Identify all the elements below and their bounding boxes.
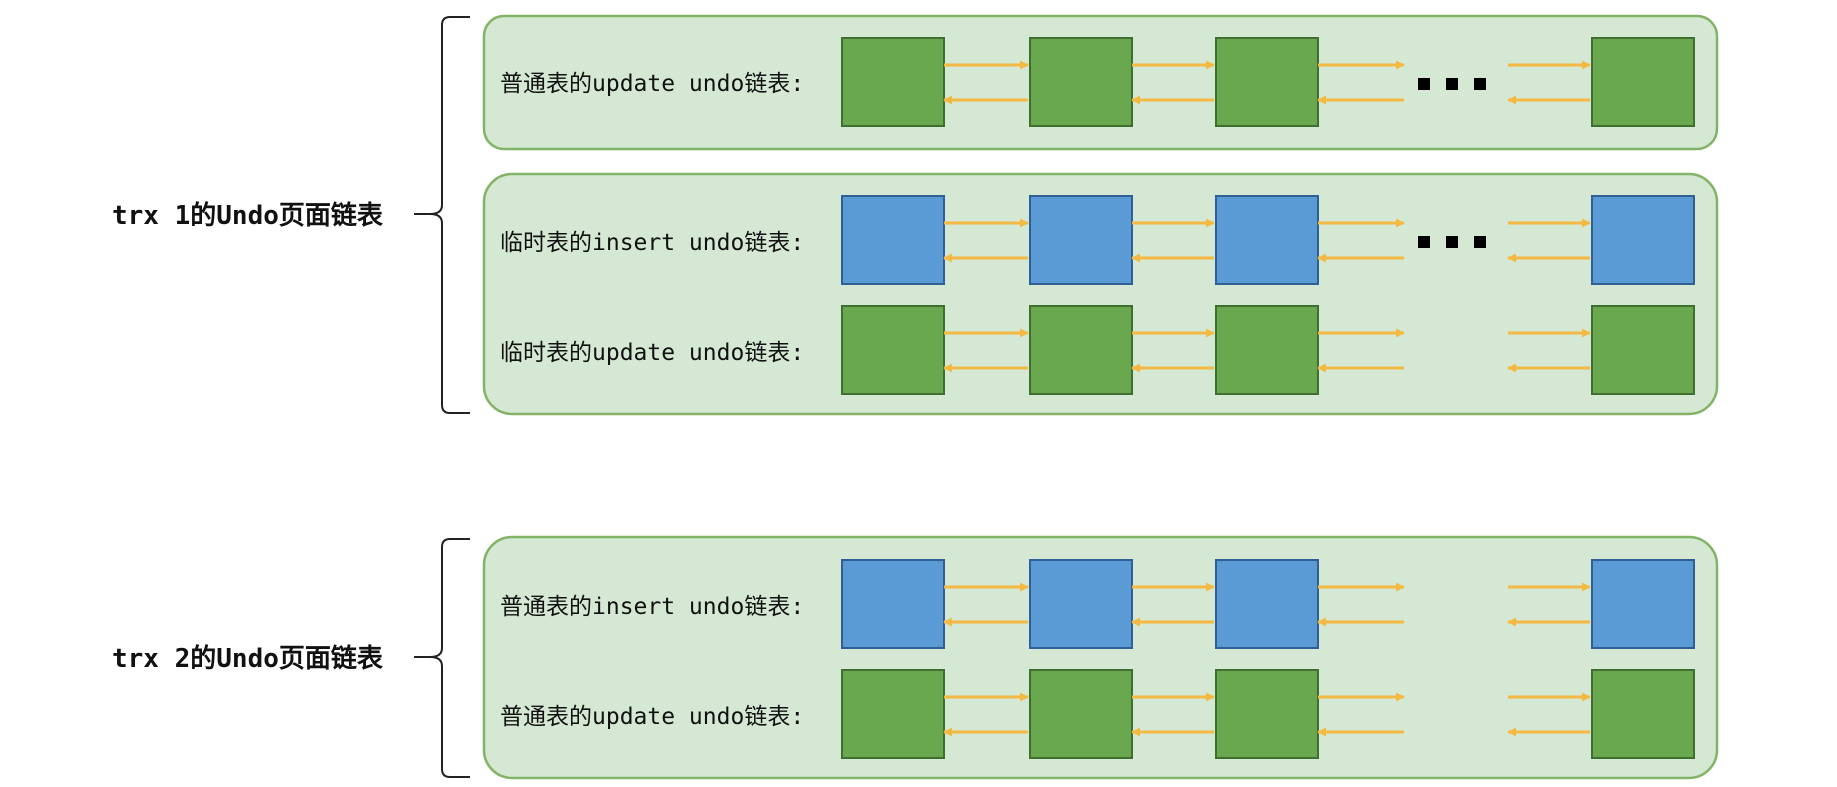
trx-2-group-1: 普通表的insert undo链表: 普通表的update undo链表: bbox=[482, 535, 1719, 780]
page-chain bbox=[841, 559, 1695, 649]
undo-list-row: 普通表的insert undo链表: bbox=[500, 559, 1695, 649]
undo-page-box bbox=[841, 669, 945, 759]
undo-page-box bbox=[1215, 559, 1319, 649]
ellipsis-dot bbox=[1418, 236, 1430, 248]
undo-list-label: 临时表的insert undo链表: bbox=[500, 230, 804, 256]
undo-page-box bbox=[1591, 195, 1695, 285]
group-box bbox=[482, 535, 1719, 780]
undo-page-box bbox=[1215, 195, 1319, 285]
ellipsis-dot bbox=[1474, 78, 1486, 90]
trx-1-brace bbox=[414, 16, 470, 414]
page-chain bbox=[841, 195, 1695, 285]
undo-page-box bbox=[841, 37, 945, 127]
undo-page-box bbox=[1029, 305, 1133, 395]
ellipsis-dot bbox=[1418, 78, 1430, 90]
undo-page-box bbox=[1591, 305, 1695, 395]
group-box bbox=[482, 172, 1719, 416]
undo-list-label: 普通表的insert undo链表: bbox=[500, 594, 804, 620]
undo-page-box bbox=[1029, 559, 1133, 649]
ellipsis-dot bbox=[1474, 236, 1486, 248]
undo-page-box bbox=[1215, 37, 1319, 127]
undo-page-box bbox=[841, 559, 945, 649]
page-chain bbox=[841, 37, 1695, 127]
undo-page-box bbox=[841, 195, 945, 285]
undo-list-row: 普通表的update undo链表: bbox=[500, 669, 1695, 759]
undo-page-box bbox=[1591, 559, 1695, 649]
trx-1-label: trx 1的Undo页面链表 bbox=[112, 200, 384, 231]
undo-page-box bbox=[1029, 669, 1133, 759]
trx-2-brace bbox=[414, 538, 470, 778]
undo-page-box bbox=[1215, 305, 1319, 395]
undo-list-row: 临时表的update undo链表: bbox=[500, 305, 1695, 395]
undo-page-box bbox=[841, 305, 945, 395]
undo-page-box bbox=[1591, 37, 1695, 127]
page-chain bbox=[841, 669, 1695, 759]
trx-1-group-1: 普通表的update undo链表: bbox=[482, 14, 1719, 151]
transaction-1: trx 1的Undo页面链表 普通表的update undo链表: 临时表的in… bbox=[112, 14, 1719, 416]
trx-2-label: trx 2的Undo页面链表 bbox=[112, 643, 384, 674]
undo-list-label: 普通表的update undo链表: bbox=[500, 71, 804, 97]
trx-1-group-2: 临时表的insert undo链表: 临时表的update undo链表: bbox=[482, 172, 1719, 416]
undo-page-box bbox=[1029, 195, 1133, 285]
undo-page-box bbox=[1029, 37, 1133, 127]
ellipsis-dot bbox=[1446, 236, 1458, 248]
undo-list-row: 临时表的insert undo链表: bbox=[500, 195, 1695, 285]
page-chain bbox=[841, 305, 1695, 395]
undo-list-label: 普通表的update undo链表: bbox=[500, 704, 804, 730]
undo-page-box bbox=[1215, 669, 1319, 759]
undo-list-label: 临时表的update undo链表: bbox=[500, 340, 804, 366]
undo-list-row: 普通表的update undo链表: bbox=[500, 37, 1695, 127]
ellipsis-dot bbox=[1446, 78, 1458, 90]
transaction-2: trx 2的Undo页面链表 普通表的insert undo链表: 普通表的up… bbox=[112, 535, 1719, 780]
undo-page-box bbox=[1591, 669, 1695, 759]
